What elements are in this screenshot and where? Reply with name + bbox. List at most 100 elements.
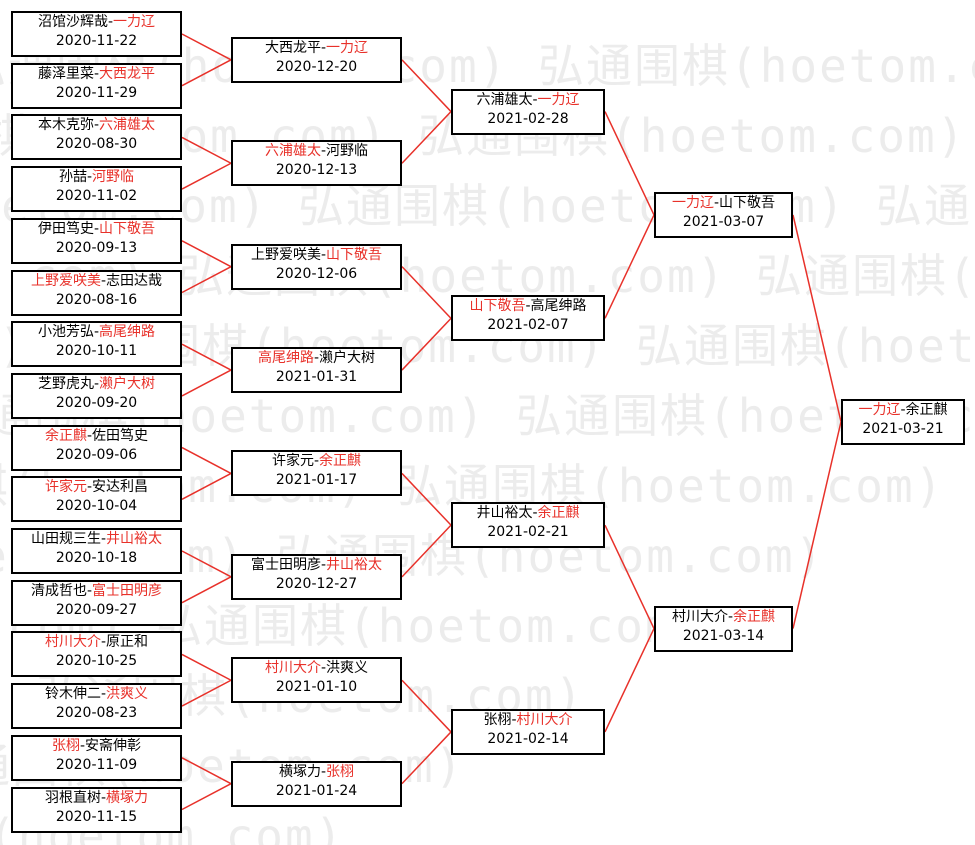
connector-line (792, 421, 842, 629)
match-date: 2021-03-21 (862, 421, 944, 437)
player-name: 高尾绅路 (257, 350, 314, 366)
match-players: 横塚力-张栩 (233, 763, 400, 782)
match-date: 2021-02-14 (487, 731, 569, 747)
player-name: 山田规三生 (30, 531, 101, 547)
connector-line (792, 214, 842, 422)
vs-separator: - (900, 402, 906, 418)
vs-separator: - (86, 479, 93, 495)
vs-separator: - (86, 583, 93, 599)
match-node: 伊田笃史-山下敬吾 2020-09-13 (11, 218, 182, 264)
vs-separator: - (320, 660, 327, 676)
match-date: 2020-08-16 (55, 292, 138, 308)
player-name: 安斋伸彰 (85, 738, 142, 754)
vs-separator: - (313, 350, 320, 366)
player-name: 孙喆 (58, 169, 87, 185)
match-date: 2020-12-13 (275, 162, 358, 178)
connector-line (181, 59, 232, 87)
match-date: 2020-11-29 (55, 85, 138, 101)
match-players: 上野爱咲美-山下敬吾 (233, 246, 400, 265)
player-name: 大西龙平 (99, 66, 156, 82)
match-date: 2021-02-21 (487, 524, 569, 540)
match-players: 藤泽里菜-大西龙平 (13, 65, 180, 84)
match-players: 大西龙平-一力辽 (233, 39, 400, 58)
vs-separator: - (93, 66, 100, 82)
match-players: 清成哲也-富士田明彦 (13, 582, 180, 601)
connector-line (181, 782, 232, 811)
player-name: 山下敬吾 (326, 247, 383, 263)
match-date: 2020-08-23 (55, 705, 138, 721)
connector-line (181, 679, 232, 707)
match-players: 张栩-村川大介 (453, 711, 603, 730)
vs-separator: - (86, 169, 93, 185)
match-players: 山下敬吾-高尾绅路 (453, 297, 603, 316)
match-players: 铃木伸二-洪爽义 (13, 685, 180, 704)
player-name: 村川大介 (44, 634, 101, 650)
vs-separator: - (93, 324, 100, 340)
vs-separator: - (93, 117, 100, 133)
connector-line (604, 214, 655, 319)
vs-separator: - (86, 428, 93, 444)
match-date: 2021-01-31 (275, 369, 358, 385)
match-date: 2020-10-04 (55, 498, 138, 514)
player-name: 富士田明彦 (250, 557, 321, 573)
player-name: 河野临 (326, 143, 369, 159)
match-players: 村川大介-洪爽义 (233, 659, 400, 678)
player-name: 井山裕太 (476, 505, 533, 521)
player-name: 村川大介 (671, 609, 728, 625)
player-name: 濑户大树 (99, 376, 156, 392)
vs-separator: - (100, 531, 107, 547)
match-date: 2020-09-20 (55, 395, 138, 411)
match-players: 富士田明彦-井山裕太 (233, 556, 400, 575)
player-name: 村川大介 (516, 712, 573, 728)
connector-line (401, 266, 452, 319)
match-date: 2020-08-30 (55, 136, 138, 152)
connector-line (401, 317, 452, 371)
match-players: 张栩-安斋伸彰 (13, 737, 180, 756)
player-name: 伊田笃史 (37, 221, 94, 237)
match-players: 孙喆-河野临 (13, 168, 180, 187)
player-name: 六浦雄太 (476, 92, 533, 108)
match-date: 2020-11-22 (55, 33, 138, 49)
player-name: 余正麒 (537, 505, 580, 521)
player-name: 六浦雄太 (264, 143, 321, 159)
player-name: 一力辽 (326, 40, 369, 56)
connector-line (401, 524, 452, 578)
connector-line (401, 679, 452, 733)
player-name: 藤泽里菜 (37, 66, 94, 82)
vs-separator: - (713, 195, 720, 211)
connector-line (181, 33, 232, 61)
vs-separator: - (79, 738, 86, 754)
connector-line (604, 524, 655, 629)
player-name: 山下敬吾 (99, 221, 156, 237)
match-date: 2020-09-13 (55, 240, 138, 256)
vs-separator: - (532, 505, 538, 521)
match-players: 许家元-余正麒 (233, 452, 400, 471)
player-name: 原正和 (106, 634, 149, 650)
match-date: 2021-01-10 (275, 679, 358, 695)
vs-separator: - (320, 557, 327, 573)
match-date: 2021-03-14 (682, 628, 765, 644)
player-name: 张栩 (51, 738, 80, 754)
vs-separator: - (93, 221, 100, 237)
match-date: 2021-02-07 (487, 317, 569, 333)
